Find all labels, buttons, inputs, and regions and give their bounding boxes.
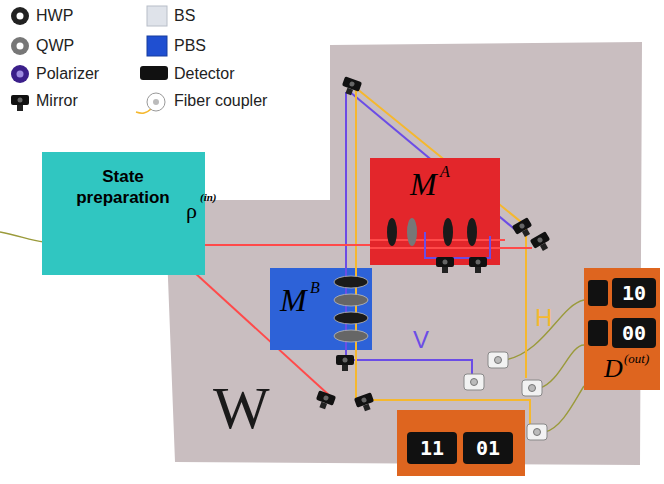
detector-box: 10 00D(out) — [584, 268, 660, 390]
light-beam — [345, 92, 347, 270]
detector-symbol — [588, 280, 608, 306]
mirror-symbol — [469, 257, 487, 273]
counter-display: 01 — [463, 432, 513, 464]
path-label: H — [535, 306, 552, 330]
legend-label: Mirror — [36, 92, 78, 110]
legend-label: Detector — [174, 65, 234, 83]
mirror-symbol — [314, 390, 336, 411]
table-panel — [165, 42, 642, 465]
optic-icon — [11, 37, 29, 55]
mirror-symbol — [530, 231, 554, 254]
fiber-coupler-symbol — [527, 424, 547, 440]
waveplate-symbol — [334, 330, 368, 342]
fiber-wire — [505, 300, 584, 360]
light-beam — [345, 268, 347, 350]
waveplate-symbol — [334, 276, 368, 288]
light-beam — [355, 268, 357, 350]
node-label: (out) — [624, 352, 649, 365]
mirror-symbol — [354, 392, 376, 413]
module-box: MA — [370, 158, 500, 265]
fiber-coupler-icon — [136, 93, 165, 113]
waveplate-symbol — [334, 294, 368, 306]
legend-label: QWP — [36, 37, 74, 55]
light-beam — [370, 247, 532, 249]
node-label: State preparation — [68, 166, 178, 209]
legend-label: HWP — [36, 7, 73, 25]
legend-label: BS — [174, 7, 195, 25]
panel-box: State preparation — [42, 152, 205, 275]
counter-display: 10 — [612, 278, 656, 308]
module-box: MB — [270, 268, 372, 350]
fiber-coupler-symbol — [464, 374, 484, 390]
pbs-icon — [147, 36, 167, 56]
waveplate-symbol — [407, 218, 417, 246]
node-label: M — [410, 168, 437, 200]
fiber-wire — [540, 345, 584, 388]
legend-label: PBS — [174, 37, 206, 55]
light-beam — [356, 88, 526, 378]
node-label: D — [604, 356, 623, 382]
counter-display: 11 — [407, 432, 457, 464]
mirror-symbol — [336, 355, 354, 371]
mirror-symbol — [436, 257, 454, 273]
counter-display: 00 — [612, 318, 656, 348]
light-beam — [370, 239, 505, 241]
optic-icon — [11, 65, 29, 83]
waveplate-symbol — [387, 218, 397, 246]
detector-box: 1101 — [397, 410, 525, 476]
fiber-wire — [0, 232, 44, 242]
mirror-symbol — [340, 76, 362, 97]
detector-icon — [140, 66, 168, 80]
legend-label: Fiber coupler — [174, 92, 267, 110]
waveplate-symbol — [467, 218, 477, 246]
fiber-coupler-symbol — [522, 380, 542, 396]
optic-icon — [11, 7, 29, 25]
light-beam — [355, 88, 357, 270]
node-label: W — [213, 378, 270, 438]
path-label: V — [413, 328, 429, 352]
mirror-symbol — [11, 95, 29, 111]
superscript: (in) — [200, 192, 217, 203]
light-beam — [205, 244, 370, 246]
mirror-symbol — [512, 217, 536, 240]
bs-icon — [147, 6, 167, 26]
node-label: A — [440, 164, 450, 180]
fiber-coupler-symbol — [488, 352, 508, 368]
node-label: M — [280, 284, 307, 316]
light-beam — [346, 348, 472, 374]
legend-label: Polarizer — [36, 65, 99, 83]
detector-symbol — [588, 320, 608, 346]
waveplate-symbol — [443, 218, 453, 246]
fiber-wire — [545, 386, 584, 432]
state-symbol: ρ — [186, 200, 197, 222]
node-label: B — [310, 280, 320, 296]
light-beam — [425, 232, 490, 258]
waveplate-symbol — [334, 312, 368, 324]
